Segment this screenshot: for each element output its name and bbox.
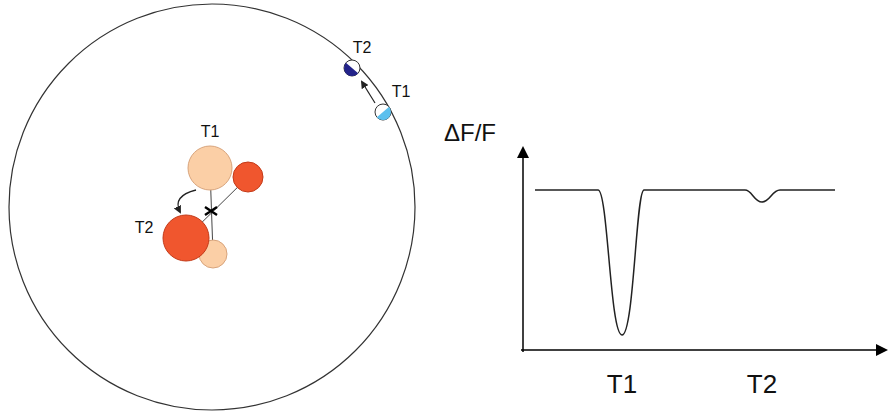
time-label: T1 xyxy=(392,84,411,100)
star-disc xyxy=(9,4,415,410)
time-label: T1 xyxy=(201,124,220,140)
axis-tick-label: T2 xyxy=(747,371,777,397)
time-label: T2 xyxy=(135,220,154,236)
light-curve-chart xyxy=(521,148,886,352)
planet xyxy=(341,60,395,123)
time-label: T2 xyxy=(353,40,372,56)
binary-star xyxy=(163,146,263,268)
axis-label: ΔF/F xyxy=(444,121,496,145)
axis-tick-label: T1 xyxy=(607,371,637,397)
